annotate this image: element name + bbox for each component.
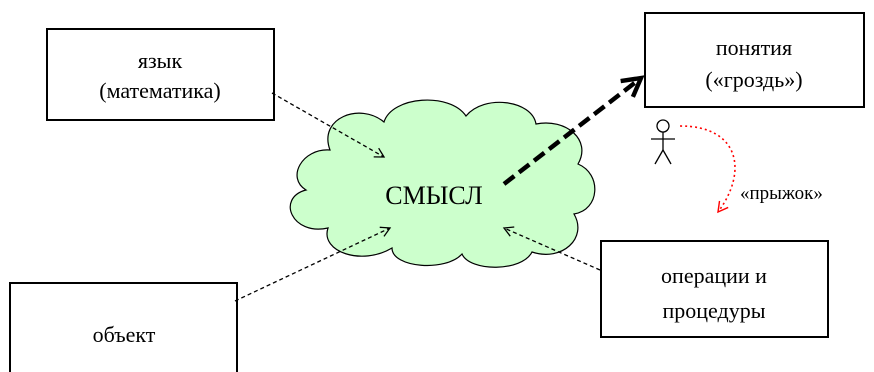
concepts-line1: понятия [716,35,792,60]
operations-node: операции и процедуры [600,240,829,338]
jump-arrow [679,125,736,214]
object-label: объект [93,322,156,347]
object-box [9,282,238,372]
meaning-label: СМЫСЛ [385,181,482,210]
concepts-box [644,12,865,108]
concepts-node: понятия («гроздь») [644,12,865,108]
operations-box [600,240,829,338]
arrow-meaning-to-concepts [502,78,641,186]
concepts-line2: («гроздь») [705,67,802,92]
language-line2: (математика) [99,78,220,103]
operations-line2: процедуры [663,298,766,323]
language-line1: язык [138,48,183,73]
object-node: объект [9,282,238,372]
language-box [46,28,275,121]
operations-line1: операции и [661,263,767,288]
meaning-cloud: СМЫСЛ [289,99,596,268]
language-node: язык (математика) [46,28,275,121]
arrow-object-to-meaning [234,226,392,302]
cloud-shape [289,99,596,268]
jump-label: «прыжок» [740,183,823,204]
arrow-language-to-meaning [271,92,386,158]
person-icon [651,119,675,165]
arrow-operations-to-meaning [502,226,601,271]
